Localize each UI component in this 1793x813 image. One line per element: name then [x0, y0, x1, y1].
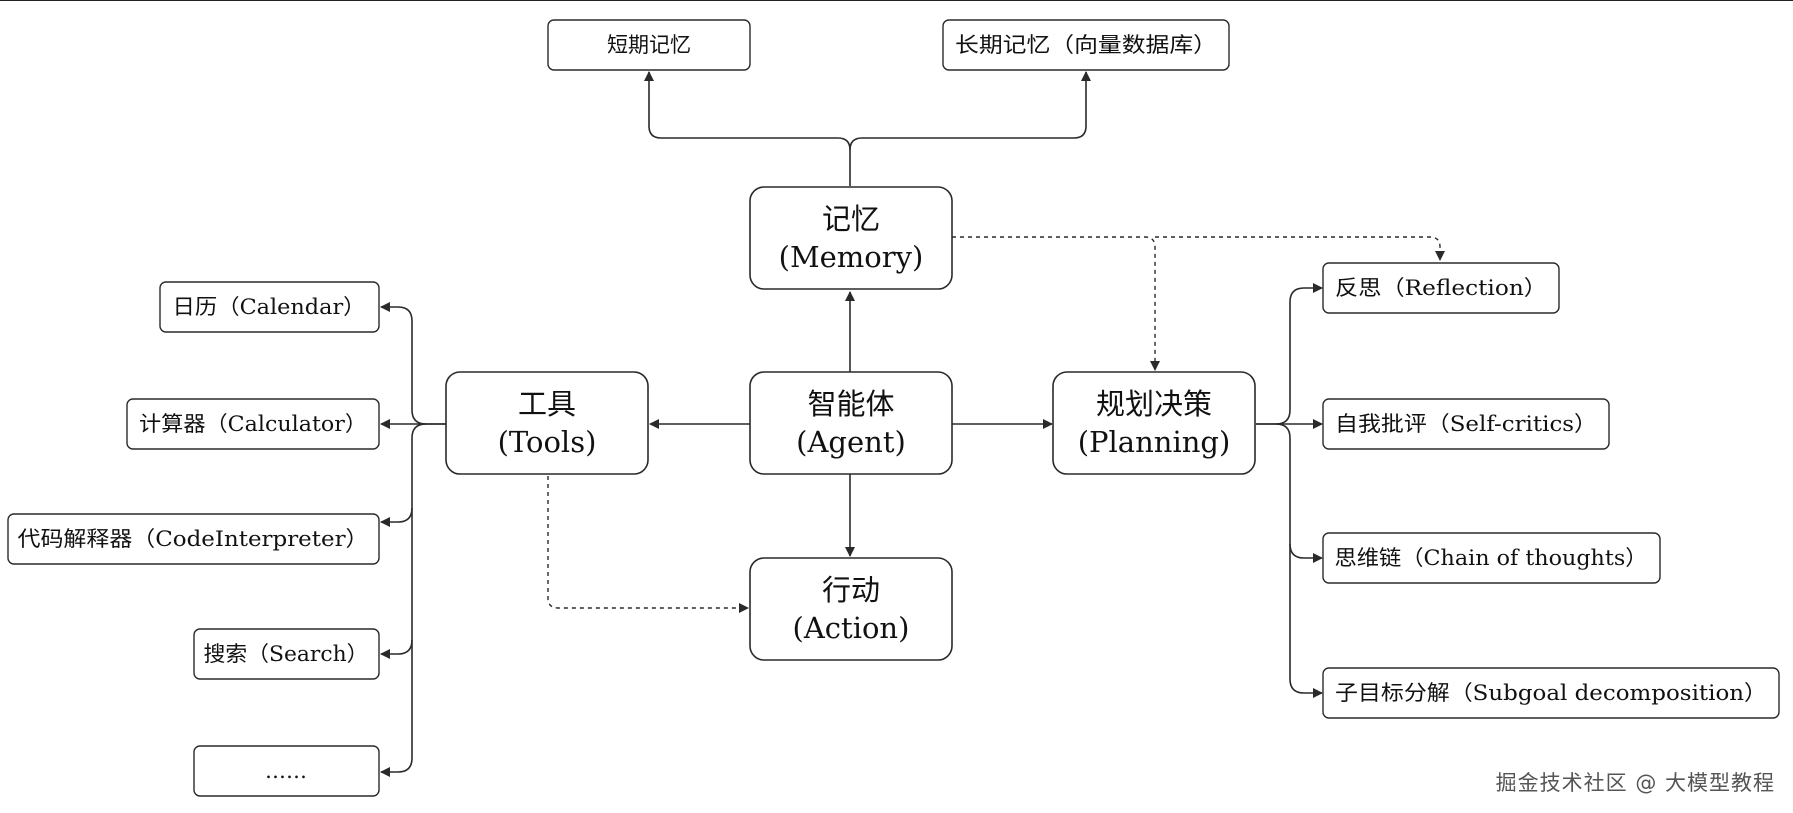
action-node: 行动 (Action): [749, 557, 953, 661]
tool-more-label: ……: [265, 759, 307, 783]
edge-memory-planning-dashed: [952, 236, 1160, 371]
action-node-title: 行动: [822, 573, 880, 607]
planning-node-subtitle: (Planning): [1078, 425, 1231, 459]
edge-tools-search: [380, 508, 413, 659]
tool-search-node: 搜索（Search）: [193, 628, 380, 680]
action-node-subtitle: (Action): [793, 611, 910, 645]
edge-memory-long-term: [849, 71, 1091, 151]
planning-self-critics-node: 自我批评（Self-critics）: [1322, 398, 1610, 450]
planning-self-critics-label: 自我批评（Self-critics）: [1335, 412, 1597, 436]
tool-calendar-label: 日历（Calendar）: [173, 295, 366, 319]
tools-node: 工具 (Tools): [445, 371, 649, 475]
memory-node-subtitle: (Memory): [779, 240, 924, 274]
short-term-memory-node: 短期记忆: [547, 19, 751, 71]
long-term-memory-node: 长期记忆（向量数据库）: [942, 19, 1230, 71]
edge-tools-code-interpreter: [380, 423, 427, 527]
edge-tools-more: [380, 640, 413, 777]
long-term-memory-label: 长期记忆（向量数据库）: [955, 33, 1217, 57]
tool-code-interpreter-label: 代码解释器（CodeInterpreter）: [18, 527, 369, 551]
tool-calculator-node: 计算器（Calculator）: [126, 398, 380, 450]
agent-node-subtitle: (Agent): [796, 425, 906, 459]
planning-node: 规划决策 (Planning): [1052, 371, 1256, 475]
tools-node-subtitle: (Tools): [498, 425, 597, 459]
edge-memory-reflection-dashed: [1155, 236, 1445, 261]
planning-chain-of-thoughts-node: 思维链（Chain of thoughts）: [1322, 532, 1661, 584]
tool-search-label: 搜索（Search）: [204, 642, 369, 666]
top-border: [0, 0, 1793, 1]
memory-node: 记忆 (Memory): [749, 186, 953, 290]
watermark: 掘金技术社区 @ 大模型教程: [1495, 771, 1775, 795]
planning-subgoal-label: 子目标分解（Subgoal decomposition）: [1335, 681, 1767, 705]
planning-reflection-node: 反思（Reflection）: [1322, 262, 1560, 314]
tool-calendar-node: 日历（Calendar）: [159, 281, 380, 333]
planning-chain-of-thoughts-label: 思维链（Chain of thoughts）: [1335, 546, 1648, 570]
short-term-memory-label: 短期记忆: [607, 33, 691, 57]
tools-node-title: 工具: [518, 387, 576, 421]
edge-tools-calendar: [380, 302, 446, 425]
edge-planning-reflection: [1256, 283, 1323, 425]
tool-more-node: ……: [193, 745, 380, 797]
memory-node-title: 记忆: [822, 202, 880, 236]
agent-node-title: 智能体: [807, 387, 894, 421]
agent-node: 智能体 (Agent): [749, 371, 953, 475]
edge-planning-subgoal: [1289, 544, 1323, 698]
edge-memory-short-term: [644, 71, 851, 186]
tool-calculator-label: 计算器（Calculator）: [139, 412, 367, 436]
edge-tools-action-dashed: [547, 476, 749, 613]
planning-subgoal-node: 子目标分解（Subgoal decomposition）: [1322, 667, 1780, 719]
tool-code-interpreter-node: 代码解释器（CodeInterpreter）: [7, 513, 380, 565]
edge-planning-chain-of-thoughts: [1275, 423, 1323, 563]
planning-reflection-label: 反思（Reflection）: [1335, 276, 1547, 300]
planning-node-title: 规划决策: [1096, 387, 1212, 421]
